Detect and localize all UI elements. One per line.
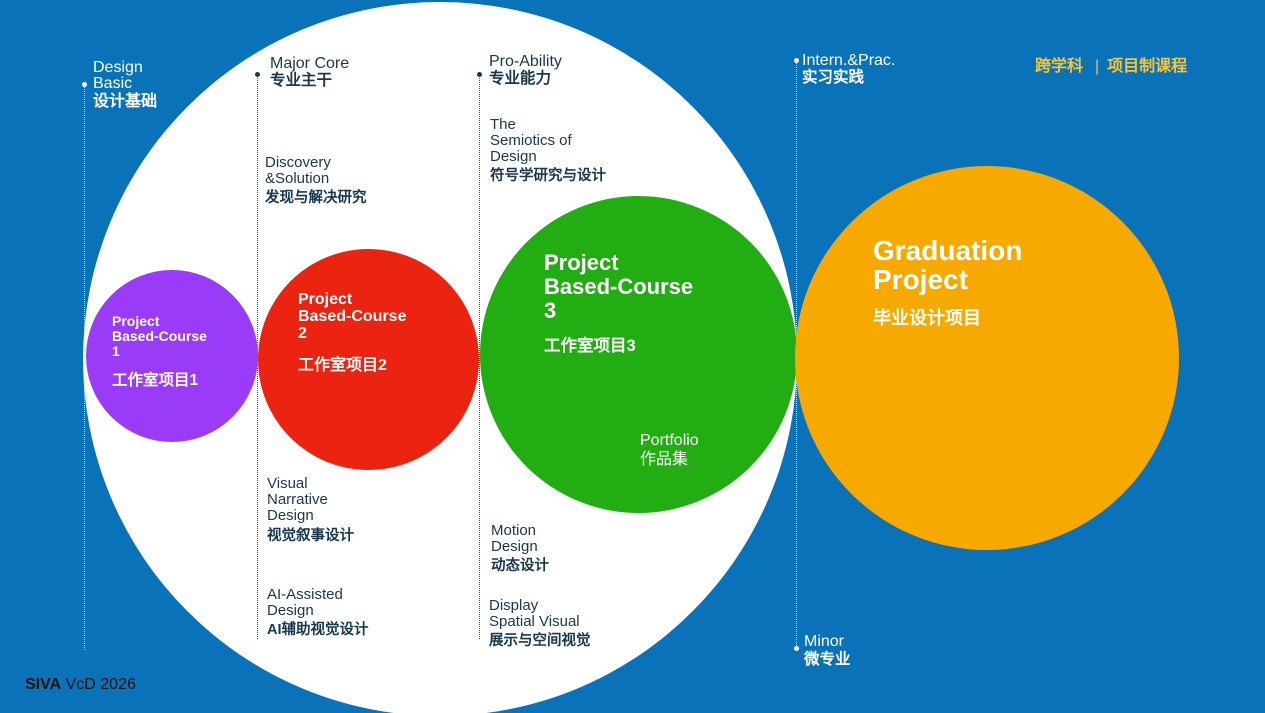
discovery-solution-course: Discovery &Solution 发现与解决研究 [265,154,367,207]
display-spatial-course: Display Spatial Visual 展示与空间视觉 [489,597,591,650]
graduation-project-circle [795,166,1179,550]
pro-ability-dot [477,72,482,77]
graduation-project-label: Graduation Project 毕业设计项目 [873,235,1023,328]
design-basic-label: Design Basic 设计基础 [93,59,158,110]
interdisciplinary-tag: 跨学科|项目制课程 [1035,58,1188,75]
pro-ability-line [479,74,480,639]
project-course-2-circle [258,249,479,470]
pro-ability-label: Pro-Ability 专业能力 [489,53,562,87]
project-course-3-circle [480,196,797,513]
ai-assisted-course: AI-Assisted Design AI辅助视觉设计 [267,586,369,639]
project-course-2-label: Project Based-Course 2 工作室项目2 [298,291,407,374]
minor-label: Minor 微专业 [804,633,851,668]
project-course-1-circle [86,270,258,442]
major-core-dot [255,72,260,77]
major-core-label: Major Core 专业主干 [270,55,350,89]
visual-narrative-course: Visual Narrative Design 视觉叙事设计 [267,475,354,545]
brand-footer: SIVA VcD 2026 [25,676,136,693]
motion-design-course: Motion Design 动态设计 [491,522,549,575]
semiotics-course: The Semiotics of Design 符号学研究与设计 [490,116,606,185]
design-basic-dot [82,82,87,87]
intern-label: Intern.&Prac. 实习实践 [802,52,896,86]
portfolio-label: Portfolio 作品集 [640,432,699,468]
design-basic-line [84,84,85,650]
minor-dot [794,646,799,651]
project-course-3-label: Project Based-Course 3 工作室项目3 [544,250,694,356]
intern-dot [794,58,799,63]
project-course-1-label: Project Based-Course 1 工作室项目1 [112,313,207,389]
